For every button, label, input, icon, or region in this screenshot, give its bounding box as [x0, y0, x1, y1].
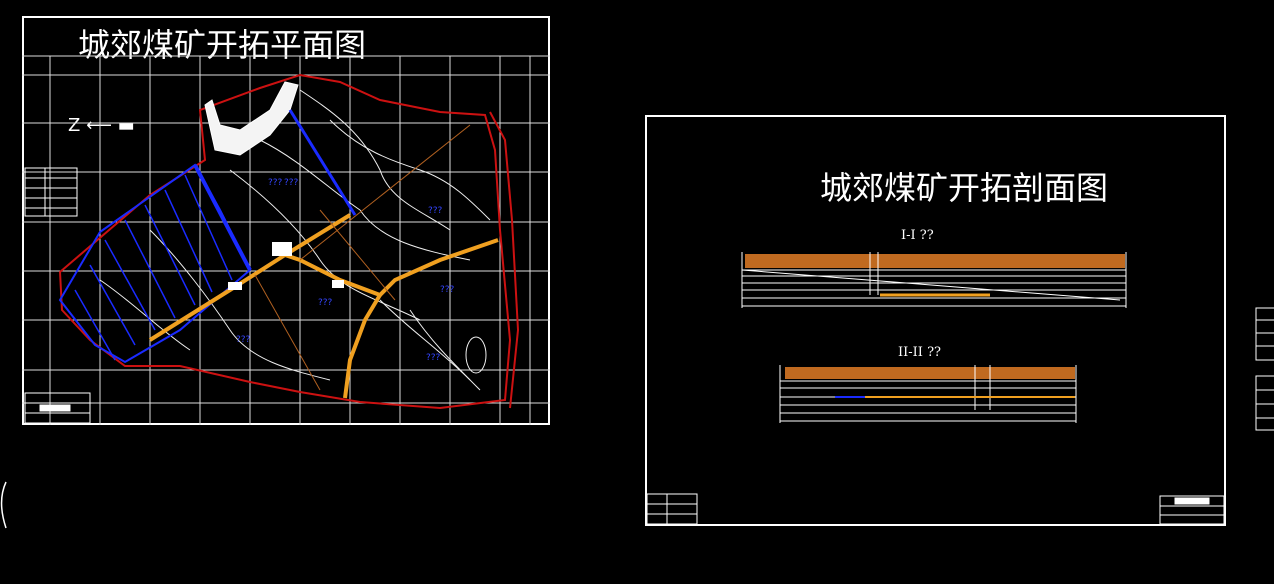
section-1-profile	[741, 252, 1127, 308]
contour-lines	[99, 89, 491, 391]
plan-grid	[22, 55, 550, 425]
panel-marker-label: ???	[236, 335, 251, 345]
plan-legend-table	[24, 167, 78, 217]
section-legend-table	[646, 493, 698, 525]
panel-marker-label: ???	[426, 353, 441, 363]
section-title-block	[1159, 495, 1225, 525]
plan-drawing-title: 城郊煤矿开拓平面图	[78, 26, 367, 64]
auxiliary-roadways	[254, 124, 471, 391]
plan-drawing-frame[interactable]	[22, 16, 550, 425]
panel-marker-label: ???	[440, 285, 455, 295]
section-drawing-frame[interactable]	[645, 115, 1226, 526]
offscreen-table-top	[1255, 307, 1274, 361]
mining-panels	[58, 109, 357, 364]
offscreen-arc	[0, 481, 7, 529]
panel-marker-label: ???	[284, 178, 299, 188]
shaft-facilities	[228, 242, 344, 290]
panel-marker-label: ???	[318, 298, 333, 308]
panel-marker-label: ???	[268, 178, 283, 188]
outer-boundary	[489, 111, 520, 409]
section-drawing-title: 城郊煤矿开拓剖面图	[820, 169, 1109, 207]
north-label: Z	[68, 115, 81, 136]
waste-dump	[204, 81, 299, 156]
section-2-label: II-II ??	[898, 345, 942, 360]
section-1-label: I-I ??	[901, 228, 934, 243]
offscreen-table-bottom	[1255, 375, 1274, 431]
panel-marker-label: ???	[428, 206, 443, 216]
plan-title-block	[24, 392, 91, 424]
north-arrow-icon: Z ⟵ ▬	[68, 115, 135, 136]
mine-boundary	[58, 73, 512, 410]
section-2-profile	[779, 365, 1077, 423]
